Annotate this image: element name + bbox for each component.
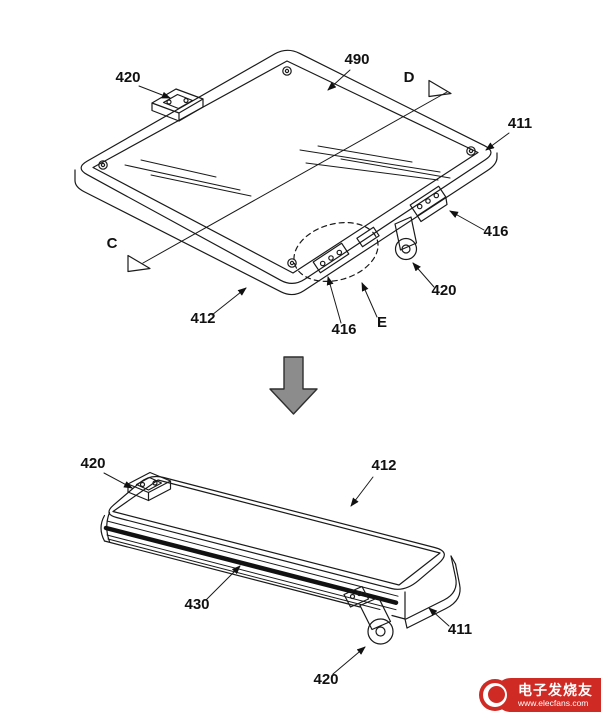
ref-label-411-open: 411 bbox=[508, 115, 532, 132]
reference-labels-folded: 420 412 430 411 420 bbox=[80, 455, 472, 688]
section-marker-d-triangle bbox=[428, 79, 452, 98]
latch-component-folded bbox=[127, 471, 172, 502]
section-marker-c-triangle bbox=[127, 254, 151, 273]
surface-glare-lines bbox=[124, 145, 451, 197]
ref-label-c-section: C bbox=[107, 235, 118, 252]
ref-label-416-right: 416 bbox=[483, 223, 508, 240]
ref-label-420-barrel-right: 420 bbox=[431, 282, 456, 299]
reference-labels-open: 420 490 D 411 416 420 412 416 E C bbox=[107, 51, 533, 338]
hinge-plate-folded bbox=[343, 585, 370, 608]
corner-screws bbox=[98, 66, 476, 268]
ref-label-e-detail: E bbox=[377, 314, 387, 331]
ref-label-490-surface: 490 bbox=[344, 51, 369, 68]
hinge-barrel-folded bbox=[359, 596, 394, 645]
open-device-body bbox=[74, 49, 498, 296]
ref-label-420-latch-folded: 420 bbox=[80, 455, 105, 472]
ref-label-411-folded: 411 bbox=[448, 621, 472, 638]
ref-label-412-folded: 412 bbox=[371, 457, 396, 474]
hinge-barrel-right bbox=[394, 216, 418, 261]
detail-e-dashed-circle bbox=[293, 221, 379, 283]
watermark-badge: 电子发烧友 www.elecfans.com bbox=[494, 678, 601, 712]
watermark: 电子发烧友 www.elecfans.com bbox=[479, 677, 601, 713]
leader-lines-folded bbox=[103, 472, 450, 675]
figure-open-device: 420 490 D 411 416 420 412 416 E C bbox=[74, 49, 533, 338]
ref-label-412-open: 412 bbox=[190, 310, 215, 327]
watermark-site-name: 电子发烧友 bbox=[518, 682, 593, 698]
section-line-cd bbox=[142, 91, 448, 264]
ref-label-420-latch-top: 420 bbox=[115, 69, 140, 86]
figure-folded-device: 420 412 430 411 420 bbox=[80, 455, 472, 688]
connector-bottom bbox=[312, 242, 350, 274]
ref-label-416-bottom: 416 bbox=[331, 321, 356, 338]
leader-lines-open bbox=[138, 69, 510, 324]
fold-transition-arrow-icon bbox=[269, 356, 318, 415]
ref-label-d-section: D bbox=[404, 69, 415, 86]
ref-label-430-fold-edge: 430 bbox=[184, 596, 209, 613]
lower-half-body bbox=[404, 555, 461, 629]
connector-right bbox=[409, 185, 448, 223]
ref-label-420-barrel-folded: 420 bbox=[313, 671, 338, 688]
elecfans-logo-icon bbox=[479, 679, 511, 711]
hinge-housing-right bbox=[356, 226, 380, 248]
watermark-site-url: www.elecfans.com bbox=[518, 698, 589, 708]
folded-screen-edge-layers bbox=[103, 520, 399, 611]
